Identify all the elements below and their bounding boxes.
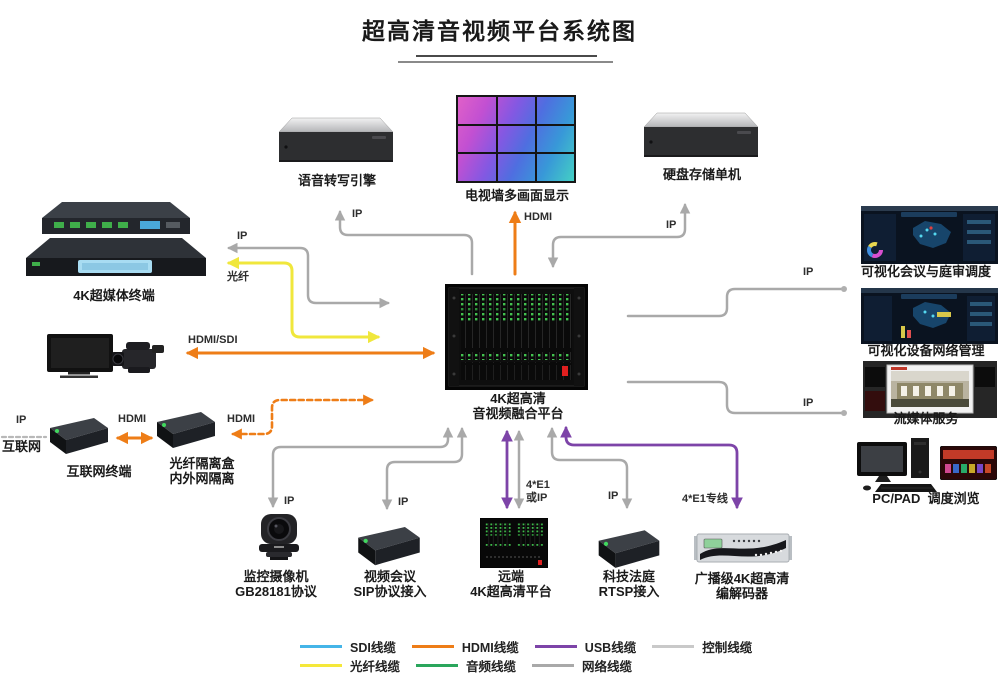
streaming-label: 流媒体服务 xyxy=(893,411,959,426)
codec-e1-label: 4*E1专线 xyxy=(682,493,728,505)
fusion-platform-label: 4K超高清 音视频融合平台 xyxy=(472,391,564,421)
title-underline-1 xyxy=(416,55,597,57)
fiber-isolation-label: 光纤隔离盒 内外网隔离 xyxy=(169,456,235,486)
legend-item-audio: 音频线缆 xyxy=(416,656,516,675)
terminal-fiber-label: 光纤 xyxy=(227,271,249,283)
tv-wall-grid-line xyxy=(458,124,574,126)
edge-codec-e1 xyxy=(560,425,743,510)
disk-storage-label: 硬盘存储单机 xyxy=(662,167,741,182)
legend-label-network: 网络线缆 xyxy=(582,660,633,674)
disk-storage-device xyxy=(643,112,759,157)
edge-isolation-hdmi-dashed xyxy=(230,394,375,440)
legend-item-hdmi: HDMI线缆 xyxy=(411,637,519,656)
legend-line-control xyxy=(652,645,695,648)
terminal-ip-label: IP xyxy=(237,230,248,242)
legend-row-1: SDI线缆 HDMI线缆 USB线缆 控制线缆 xyxy=(300,637,768,656)
ptz-camera-device xyxy=(259,514,299,560)
fusion-platform-device xyxy=(445,284,588,390)
edge-voice-ip xyxy=(334,210,474,276)
vis-meeting-label: 可视化会议与庭审调度 xyxy=(860,264,991,279)
legend-line-hdmi xyxy=(411,645,454,648)
legend-label-usb: USB线缆 xyxy=(584,641,637,655)
legend-line-usb xyxy=(534,645,577,648)
legend-item-fiber: 光纤线缆 xyxy=(300,656,400,675)
tv-wall-grid-line xyxy=(535,97,537,181)
court-rtsp-device xyxy=(598,530,660,568)
tv-wall-label: 电视墙多画面显示 xyxy=(464,188,569,203)
pad-icon xyxy=(940,446,997,480)
legend-line-sdi xyxy=(300,645,342,648)
isolation-hdmi-label: HDMI xyxy=(227,413,256,425)
voice-ip-label: IP xyxy=(352,208,363,220)
internet-label: 互联网 xyxy=(2,439,42,454)
streaming-screenshot xyxy=(863,361,997,418)
court-rtsp-label: 科技法庭 RTSP接入 xyxy=(598,569,660,599)
tv-wall-grid-line xyxy=(496,97,498,181)
legend-label-audio: 音频线缆 xyxy=(466,660,517,674)
pc-pad-label: PC/PAD 调度浏览 xyxy=(872,491,980,506)
legend-item-sdi: SDI线缆 xyxy=(300,637,396,656)
legend-line-audio xyxy=(416,664,459,667)
remote-platform-label: 远端 4K超高清平台 xyxy=(470,569,552,599)
right-top-ip-label: IP xyxy=(803,266,814,278)
court-ip-label: IP xyxy=(608,490,619,502)
legend-item-control: 控制线缆 xyxy=(652,637,752,656)
tv-wall-grid-line xyxy=(458,152,574,154)
tv-wall-device xyxy=(456,95,576,183)
legend-label-control: 控制线缆 xyxy=(702,641,753,655)
edge-cam-ip xyxy=(267,427,454,508)
vis-network-label: 可视化设备网络管理 xyxy=(867,343,985,358)
e1-or-ip-label: 4*E1 或IP xyxy=(526,479,550,504)
edge-storage-ip xyxy=(547,203,691,268)
broadcast-codec-device xyxy=(694,533,792,563)
sip-conference-device xyxy=(358,527,420,566)
legend-label-fiber: 光纤线缆 xyxy=(350,660,401,674)
vis-meeting-screenshot xyxy=(861,206,998,264)
legend-item-usb: USB线缆 xyxy=(534,637,637,656)
tv-device xyxy=(47,334,113,378)
right-bottom-ip-label: IP xyxy=(803,397,814,409)
legend-line-network xyxy=(532,664,575,667)
remote-platform-device xyxy=(480,518,548,568)
edge-endpoint-dot-top xyxy=(841,286,847,292)
title-underline-2 xyxy=(398,61,613,63)
legend-row-2: 光纤线缆 音频线缆 网络线缆 xyxy=(300,656,648,675)
internet-ip-label: IP xyxy=(16,414,27,426)
broadcast-codec-label: 广播级4K超高清 编解码器 xyxy=(694,571,790,601)
media-terminal-device xyxy=(26,202,206,276)
sip-ip-label: IP xyxy=(398,496,409,508)
cam-ip-label: IP xyxy=(284,495,295,507)
edge-right-top-ip xyxy=(626,287,844,318)
internet-hdmi-label: HDMI xyxy=(118,413,147,425)
edge-terminal-ip xyxy=(227,242,390,309)
voice-engine-label: 语音转写引擎 xyxy=(297,173,376,188)
legend-line-fiber xyxy=(300,664,342,667)
ptz-camera-label: 监控摄像机 GB28181协议 xyxy=(235,569,317,599)
legend-label-sdi: SDI线缆 xyxy=(350,641,396,655)
voice-engine-device xyxy=(278,117,394,162)
legend-item-network: 网络线缆 xyxy=(532,656,632,675)
internet-terminal-label: 互联网终端 xyxy=(66,464,132,479)
vis-network-screenshot xyxy=(861,288,998,344)
sip-conference-label: 视频会议 SIP协议接入 xyxy=(353,569,427,599)
storage-ip-label: IP xyxy=(666,219,677,231)
internet-terminal-device xyxy=(50,418,108,454)
camcorder-icon xyxy=(112,342,164,373)
edge-right-bottom-ip xyxy=(626,380,844,415)
edge-terminal-fiber xyxy=(226,256,381,344)
fiber-isolation-device xyxy=(157,412,215,448)
hdmi-sdi-label: HDMI/SDI xyxy=(188,334,238,346)
tvwall-hdmi-label: HDMI xyxy=(524,211,553,223)
media-terminal-label: 4K超媒体终端 xyxy=(73,288,155,303)
page-title: 超高清音视频平台系统图 xyxy=(362,18,637,44)
edge-sip-ip xyxy=(381,427,468,510)
pc-icon xyxy=(857,438,937,492)
edge-endpoint-dot-bottom xyxy=(841,410,847,416)
legend-label-hdmi: HDMI线缆 xyxy=(461,641,519,655)
